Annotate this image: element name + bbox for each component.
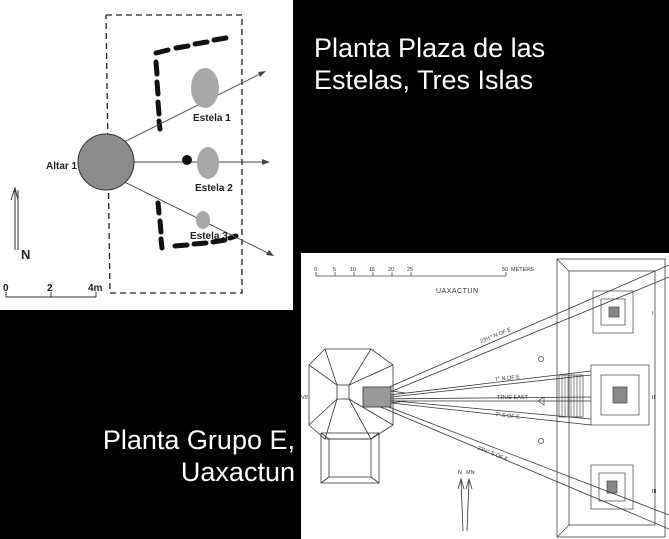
scale-tick-label: 0 xyxy=(3,283,9,294)
plaza-boundary xyxy=(105,14,243,294)
plaza-wall xyxy=(153,35,239,251)
altar-1-shape xyxy=(77,133,135,191)
stela-2-shape xyxy=(197,147,219,179)
marker-triangle xyxy=(537,396,545,406)
north-label: N xyxy=(21,247,30,262)
tres-islas-plan-panel: Altar 1 Estela 1 Estela 2 Estela 3 N 0 2… xyxy=(0,0,293,310)
arrow-heads xyxy=(258,71,274,256)
scale-tick: 5 xyxy=(333,267,336,273)
magnetic-north-label: MN xyxy=(466,470,475,476)
stela-3-label: Estela 3 xyxy=(190,231,228,242)
caption-line: Estelas, Tres Islas xyxy=(314,65,534,95)
scale-tick: 25 xyxy=(407,267,413,273)
structure-iii-label: III xyxy=(652,489,657,495)
stela-1-label: Estela 1 xyxy=(193,113,231,124)
structure-ii-label: II xyxy=(652,395,656,401)
north-arrows-icon xyxy=(457,477,473,532)
caption-line: Planta Grupo E, xyxy=(102,425,295,455)
uaxactun-sight-lines xyxy=(370,264,669,530)
structure-i-label: I xyxy=(652,311,654,317)
tres-islas-plan-drawing: Altar 1 Estela 1 Estela 2 Estela 3 N 0 2… xyxy=(3,14,274,298)
stela-1-shape xyxy=(191,68,219,108)
caption-line: Uaxactun xyxy=(180,457,295,487)
caption-line: Planta Plaza de las xyxy=(314,33,546,63)
structure-vii xyxy=(308,348,406,440)
scale-tick: 10 xyxy=(350,267,356,273)
line-label: 7° S OF E xyxy=(495,412,521,421)
stela-3-shape xyxy=(196,211,210,229)
scale-unit: METERS xyxy=(511,267,534,273)
caption-tres-islas: Planta Plaza de las Estelas, Tres Islas xyxy=(314,32,664,96)
uaxactun-plan-panel: 0 5 10 15 20 25 50 METERS UAXACTUN I xyxy=(301,253,669,539)
structure-ii-stairs xyxy=(561,375,581,417)
marker-circle xyxy=(538,356,544,362)
uaxactun-scale-bar xyxy=(315,272,507,277)
scale-tick-label: 2 xyxy=(47,283,53,294)
line-label: TRUE EAST xyxy=(497,395,529,401)
scale-tick: 0 xyxy=(314,267,317,273)
structure-ii xyxy=(558,364,650,426)
north-label: N xyxy=(458,470,462,476)
uaxactun-plan-drawing: 0 5 10 15 20 25 50 METERS UAXACTUN I xyxy=(301,258,669,538)
scale-tick: 15 xyxy=(369,267,375,273)
marker-circle xyxy=(538,438,544,444)
east-platform xyxy=(556,258,666,538)
structure-i xyxy=(592,290,634,334)
structure-vii-label: VII xyxy=(301,395,308,401)
altar-1-label: Altar 1 xyxy=(46,161,78,172)
stela-2-marker xyxy=(182,155,192,165)
line-label: 7° N OF E xyxy=(495,374,521,383)
structure-iii xyxy=(590,464,634,510)
south-building xyxy=(320,432,380,484)
stela-2-label: Estela 2 xyxy=(195,183,233,194)
uaxactun-title: UAXACTUN xyxy=(436,288,479,295)
scale-tick: 20 xyxy=(388,267,394,273)
caption-uaxactun: Planta Grupo E, Uaxactun xyxy=(60,424,295,488)
scale-bar xyxy=(5,292,97,298)
scale-tick-label: 4m xyxy=(88,283,103,294)
scale-tick: 50 xyxy=(502,267,508,273)
north-arrow-icon xyxy=(10,186,19,250)
